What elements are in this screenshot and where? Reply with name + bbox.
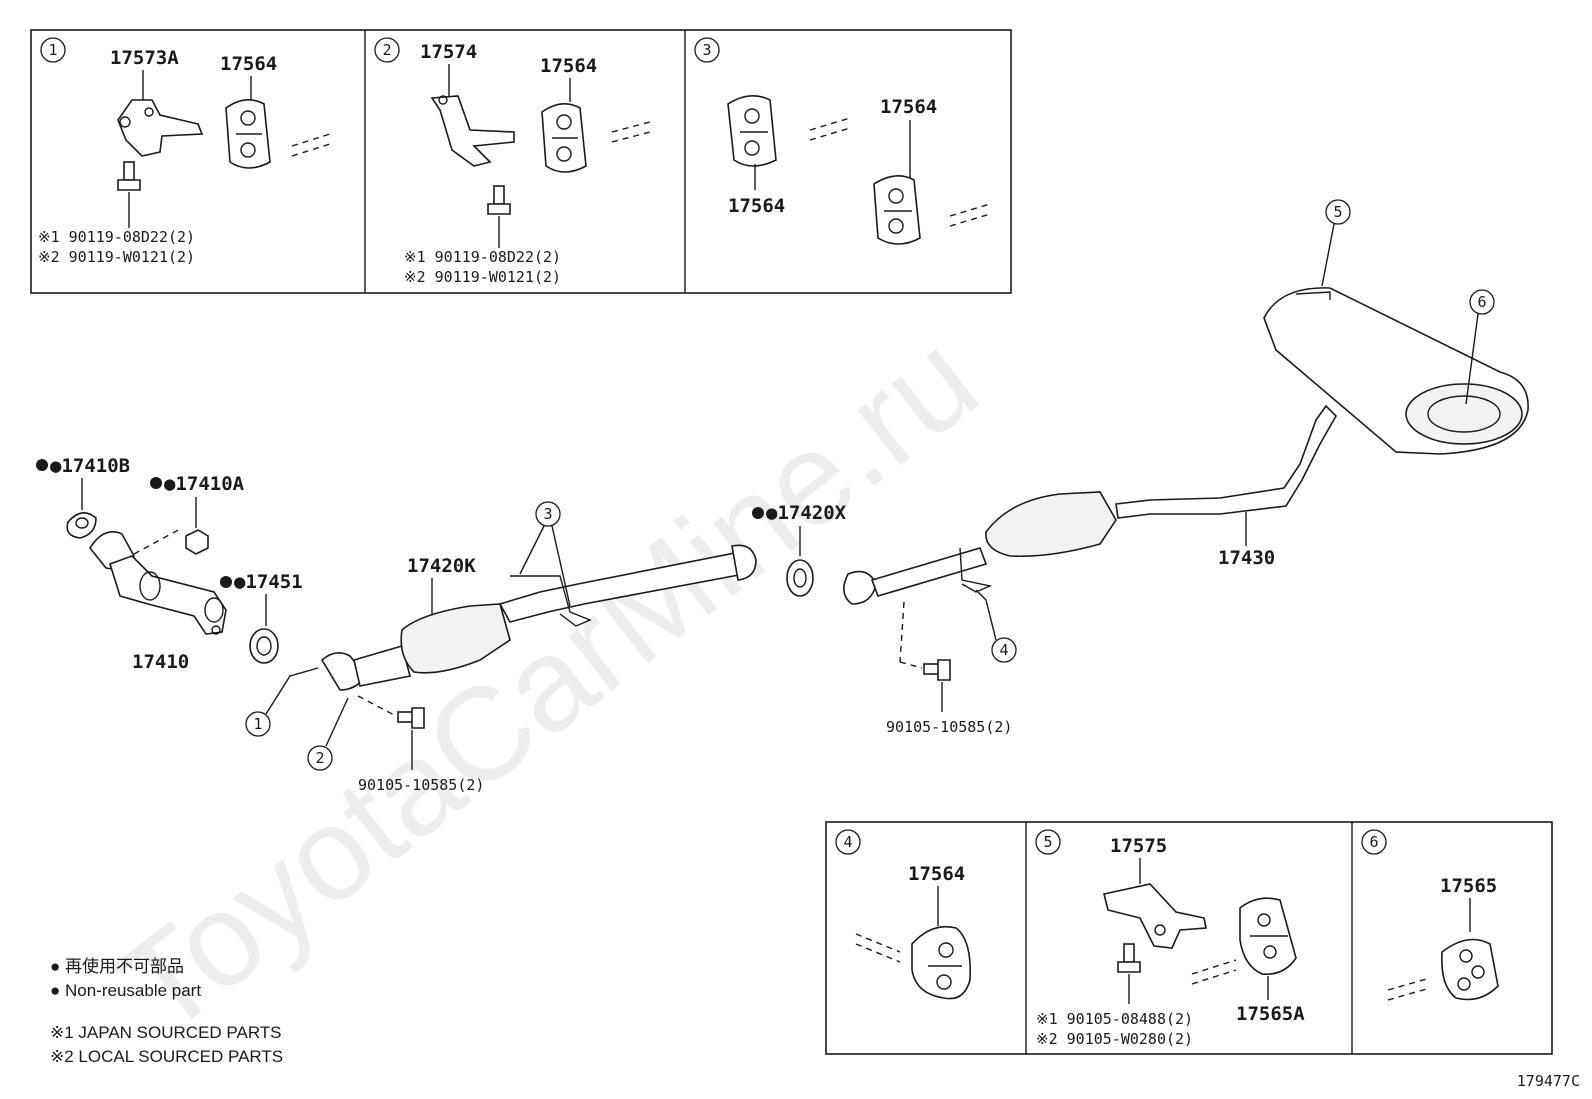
part-number-17420K: 17420K <box>407 555 476 577</box>
bolt-note-local: ※2 90119-W0121(2) <box>38 248 195 266</box>
part-number-17410B: ●17410B <box>50 455 130 477</box>
rubber-hanger-icon <box>541 103 587 173</box>
rubber-hanger-icon <box>225 99 271 169</box>
bracket-icon <box>1103 883 1207 949</box>
part-number-17564: 17564 <box>220 53 277 75</box>
svg-text:4: 4 <box>999 641 1008 659</box>
svg-text:1: 1 <box>253 715 262 733</box>
tail-pipe-icon <box>843 287 1529 605</box>
legend-non-reusable-jp: ● 再使用不可部品 <box>50 956 184 976</box>
part-number-17564: 17564 <box>908 863 965 885</box>
part-number-17565A: 17565A <box>1236 1003 1305 1025</box>
part-number-17565: 17565 <box>1440 875 1497 897</box>
bracket-icon <box>117 99 204 157</box>
part-number-17564: 17564 <box>728 195 785 217</box>
legend: ● 再使用不可部品 ● Non-reusable part ※1 JAPAN S… <box>50 956 283 1066</box>
bolt-note-local: ※2 90119-W0121(2) <box>404 268 561 286</box>
bracket-icon <box>430 95 515 167</box>
detail-panel-6: 6 17565 <box>1361 829 1499 1001</box>
part-number-17564: 17564 <box>540 55 597 77</box>
rubber-hanger-icon <box>911 925 972 1000</box>
rubber-hanger-icon <box>873 175 921 245</box>
part-number-17430: 17430 <box>1218 547 1275 569</box>
svg-text:3: 3 <box>543 505 552 523</box>
bolt-icon <box>117 161 141 191</box>
svg-text:5: 5 <box>1333 203 1342 221</box>
part-number-bolt: 90105-10585(2) <box>886 718 1012 736</box>
bolt-icon <box>397 707 425 729</box>
bolt-note-japan: ※1 90105-08488(2) <box>1036 1010 1193 1028</box>
svg-text:2: 2 <box>315 749 324 767</box>
bolt-icon <box>1117 943 1141 973</box>
drawing-id: 179477C <box>1517 1072 1580 1090</box>
gasket-icon <box>786 559 814 597</box>
callout-3: 3 <box>519 501 571 607</box>
part-number-17410: 17410 <box>132 651 189 673</box>
part-number-17420X: ●17420X <box>766 502 847 524</box>
detail-panel-4: 4 17564 <box>835 829 972 1000</box>
rubber-hanger-icon <box>727 95 777 167</box>
part-number-17575: 17575 <box>1110 835 1167 857</box>
nut-icon <box>185 529 209 555</box>
legend-non-reusable-en: ● Non-reusable part <box>50 981 201 1000</box>
rubber-hanger-icon <box>1239 897 1297 975</box>
gasket-icon <box>66 512 97 539</box>
part-number-17451: ●17451 <box>234 571 303 593</box>
callout-5: 5 <box>1321 199 1351 287</box>
part-number-17564: 17564 <box>880 96 937 118</box>
bolt-note-japan: ※1 90119-08D22(2) <box>404 248 561 266</box>
part-number-bolt: 90105-10585(2) <box>358 776 484 794</box>
svg-text:5: 5 <box>1043 833 1052 851</box>
top-detail-box: 1 17573A 17564 ※1 90119 <box>30 29 1012 294</box>
bolt-note-japan: ※1 90119-08D22(2) <box>38 228 195 246</box>
callout-6: 6 <box>1465 289 1495 405</box>
center-pipe-icon <box>320 544 757 691</box>
legend-japan-sourced: ※1 JAPAN SOURCED PARTS <box>50 1023 282 1042</box>
callout-4: 4 <box>975 589 1017 663</box>
callout-1: 1 <box>245 667 319 737</box>
svg-text:6: 6 <box>1477 293 1486 311</box>
part-number-17573A: 17573A <box>110 47 179 69</box>
front-pipe-icon <box>89 531 227 635</box>
main-assembly: ●17410B ●17410A 17410 ●17451 <box>36 199 1529 794</box>
part-number-17410A: ●17410A <box>164 473 245 495</box>
callout-number: 2 <box>382 41 391 59</box>
callout-number: 1 <box>48 41 57 59</box>
gasket-icon <box>249 628 279 664</box>
bolt-note-local: ※2 90105-W0280(2) <box>1036 1030 1193 1048</box>
rubber-hanger-icon <box>1440 938 1499 1001</box>
detail-panel-2: 2 17574 17564 ※1 90119-08D22(2) ※2 90119… <box>374 37 651 286</box>
svg-text:4: 4 <box>843 833 852 851</box>
detail-panel-3: 3 17564 17564 <box>694 37 991 245</box>
svg-text:6: 6 <box>1369 833 1378 851</box>
part-number-17574: 17574 <box>420 41 477 63</box>
callout-2: 2 <box>307 697 349 771</box>
bolt-icon <box>923 659 951 681</box>
legend-local-sourced: ※2 LOCAL SOURCED PARTS <box>50 1047 283 1066</box>
detail-panel-5: 5 17575 17565A ※1 90105-08488(2) ※2 9010… <box>1035 829 1305 1048</box>
callout-number: 3 <box>702 41 711 59</box>
bolt-icon <box>487 185 511 215</box>
detail-panel-1: 1 17573A 17564 ※1 90119 <box>38 37 331 266</box>
bottom-detail-box: 4 17564 5 17575 <box>825 821 1553 1055</box>
